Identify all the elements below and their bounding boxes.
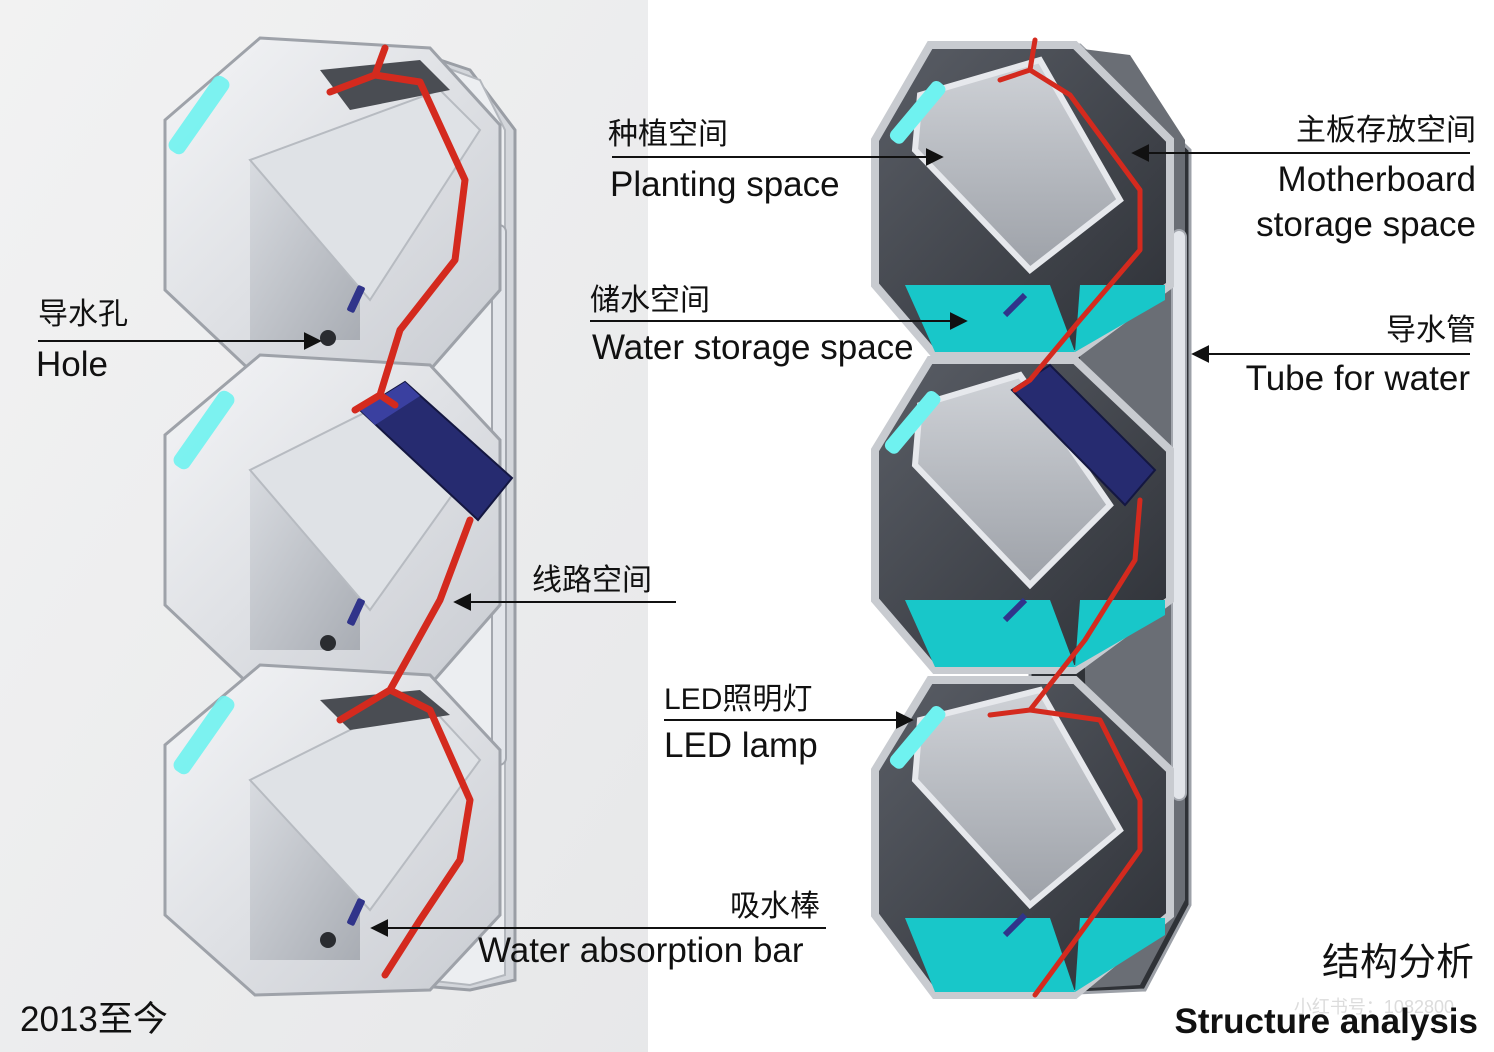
absorb-label-en: Water absorption bar — [478, 931, 804, 970]
cable — [326, 44, 474, 979]
planting-tray — [911, 56, 1124, 275]
wiring-label-zh: 线路空间 — [532, 564, 652, 597]
module-middle-exterior — [163, 353, 514, 692]
tube-label-zh: 导水管 — [1386, 314, 1476, 347]
exterior-view — [163, 36, 517, 997]
watermark: 小红书号：1082800 — [1293, 997, 1454, 1017]
module-top-exterior — [163, 36, 502, 377]
led-label-en: LED lamp — [664, 726, 818, 765]
motherboard-label-en-1: Motherboard — [1277, 160, 1476, 199]
led-lamp — [889, 705, 946, 769]
module-bottom-exterior — [163, 663, 502, 997]
tube-label-en: Tube for water — [1245, 359, 1470, 398]
cable-section — [987, 37, 1143, 998]
absorb-label-zh: 吸水棒 — [730, 890, 820, 923]
planting-label-en: Planting space — [610, 165, 840, 204]
led-strip — [168, 75, 230, 155]
title-zh: 结构分析 — [1321, 942, 1474, 984]
motherboard-label-zh: 主板存放空间 — [1296, 114, 1476, 147]
module-bottom-section — [871, 676, 1174, 999]
title-en: Structure analysis — [1174, 1002, 1478, 1041]
motherboard-label-en-2: storage space — [1256, 205, 1476, 244]
water-storage-label-en: Water storage space — [592, 328, 914, 367]
section-view — [871, 37, 1192, 999]
year-label: 2013至今 — [20, 1000, 168, 1039]
callout-lines — [38, 144, 1470, 937]
drain-hole — [320, 330, 336, 346]
led-label-zh: LED照明灯 — [664, 683, 813, 716]
water-storage-label-zh: 储水空间 — [590, 284, 710, 317]
module-middle-section — [871, 356, 1174, 674]
planting-label-zh: 种植空间 — [608, 118, 728, 151]
hole-label-en: Hole — [36, 345, 108, 384]
absorption-bar — [347, 898, 365, 926]
hole-label-zh: 导水孔 — [38, 298, 128, 331]
module-top-section — [871, 41, 1174, 359]
water-reservoir — [905, 285, 1075, 352]
